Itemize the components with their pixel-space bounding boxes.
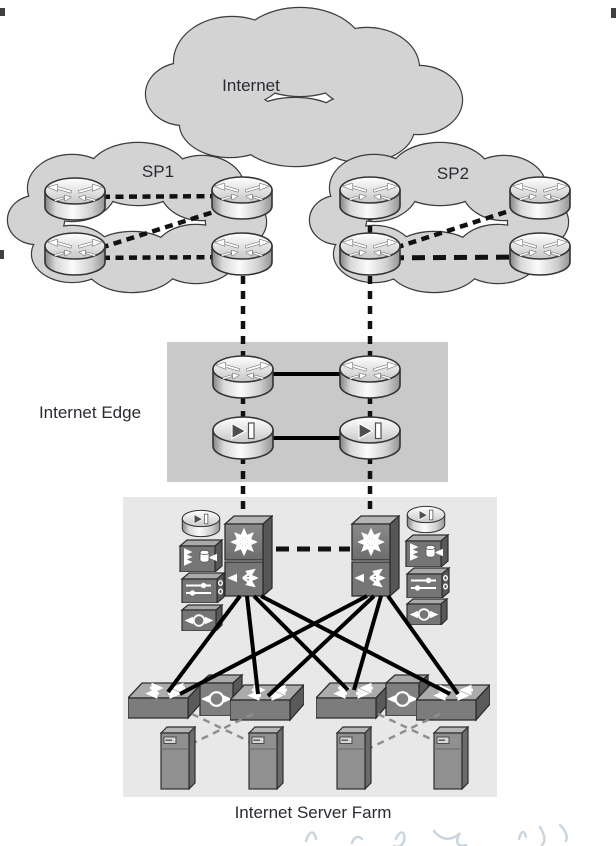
router-icon — [339, 232, 401, 276]
firewall-icon — [181, 509, 221, 538]
server-icon — [336, 726, 372, 790]
multilayer-switch-icon — [352, 516, 399, 596]
firewall-icon — [406, 505, 446, 534]
slb-module-icon — [405, 567, 451, 598]
left-service-modules — [180, 509, 226, 631]
router-icon — [44, 177, 106, 221]
server-icon — [433, 726, 469, 790]
server-icon — [160, 726, 196, 790]
router-icon — [211, 232, 273, 276]
internet-cloud-label: Internet — [222, 76, 280, 95]
right-service-modules — [405, 505, 451, 625]
router-icon — [509, 232, 571, 276]
multilayer-switch-icon — [225, 516, 272, 596]
core-access-links — [166, 594, 460, 698]
content-module-icon — [180, 540, 222, 572]
internet-edge-zone — [167, 342, 448, 482]
router-icon — [212, 355, 274, 399]
internet-edge-label: Internet Edge — [38, 403, 142, 422]
router-icon — [509, 176, 571, 220]
network-analysis-module-icon — [407, 599, 447, 625]
internet-server-farm-label: Internet Server Farm — [234, 803, 392, 822]
watermark-scribble — [304, 823, 568, 846]
slb-module-icon — [180, 572, 226, 603]
router-icon — [339, 176, 401, 220]
server-icon — [248, 726, 284, 790]
l2-switch-icon — [230, 685, 304, 720]
firewall-icon — [212, 416, 274, 460]
router-icon — [44, 232, 106, 276]
content-module-icon — [406, 535, 448, 567]
sp1-cloud-label: SP1 — [141, 162, 175, 181]
scan-specks — [0, 8, 616, 259]
sp2-cloud-label: SP2 — [436, 164, 470, 183]
router-icon — [339, 355, 401, 399]
router-icon — [211, 176, 273, 220]
firewall-icon — [339, 416, 401, 460]
